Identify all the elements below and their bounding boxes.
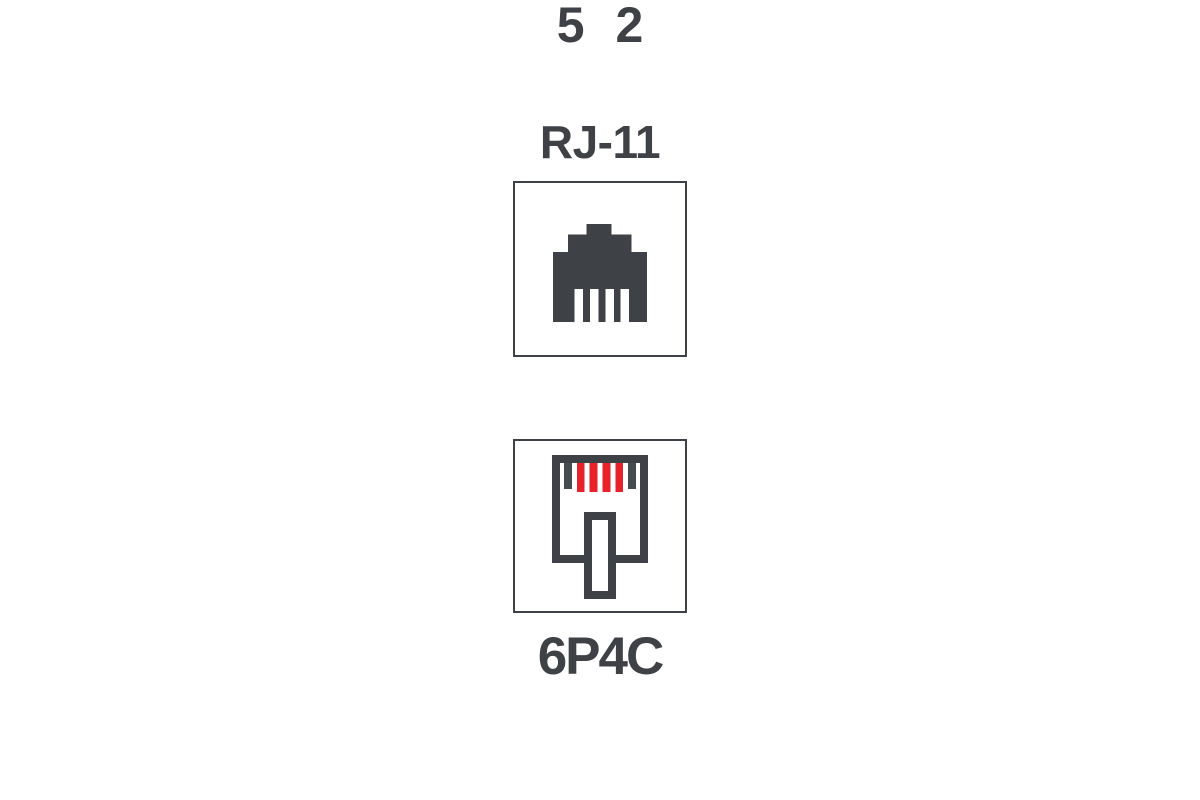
pin-number-left: 5 [556, 0, 585, 53]
rj11-jack-icon [553, 224, 647, 322]
jack-slot [574, 289, 584, 322]
plug-pin-5 [615, 463, 624, 492]
jack-slot [590, 289, 599, 322]
jack-slot [605, 289, 614, 322]
plug-pin-6 [628, 463, 636, 489]
plug-pin-1 [564, 463, 572, 489]
connector-standard-label: 6P4C [537, 627, 665, 686]
rj11-plug-icon [552, 455, 648, 599]
plug-pin-2 [576, 463, 585, 492]
jack-silhouette [553, 224, 647, 322]
pin-number-right: 2 [615, 0, 644, 53]
plug-latch-interior [592, 520, 608, 591]
plug-pin-4 [602, 463, 611, 492]
plug-pin-3 [589, 463, 598, 492]
jack-slot [620, 289, 630, 322]
plug-box [513, 439, 687, 613]
connector-title: RJ-11 [539, 116, 661, 168]
jack-box [513, 181, 687, 357]
pin-numbers-label: 5 2 [0, 0, 1200, 50]
